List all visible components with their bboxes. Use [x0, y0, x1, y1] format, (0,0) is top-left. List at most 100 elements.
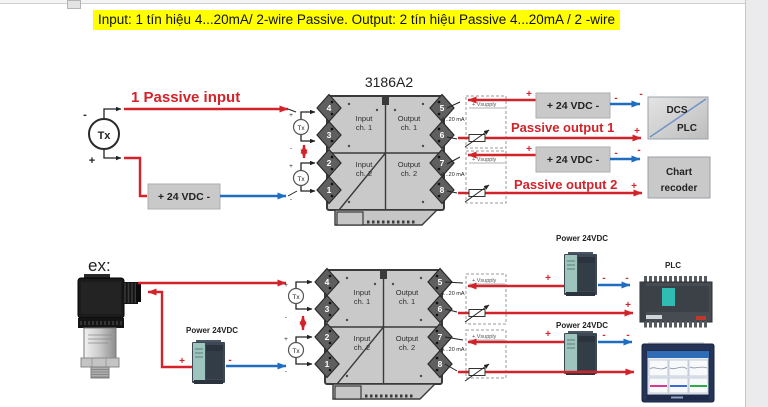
quad2-output1-l1: Output [396, 288, 419, 297]
out1-minus-a: - [614, 93, 617, 104]
terminal-8b-number: 8 [438, 359, 443, 369]
tick-t8b [444, 363, 458, 372]
meter1-plus: + [289, 112, 293, 119]
power-label-1: Power 24VDC [186, 326, 238, 335]
terminal-7-number: 7 [440, 158, 445, 168]
meter1-minus: - [290, 145, 292, 152]
out2-plus: + [526, 144, 532, 155]
tick-t7 [446, 156, 461, 165]
range-label-2: 4...20 mA [441, 172, 465, 178]
terminal-5b-number: 5 [438, 277, 443, 287]
meter2-plus: + [289, 163, 293, 170]
terminal-2b-number: 2 [325, 332, 330, 342]
slide-top-border [0, 0, 768, 4]
tick-t5b [444, 281, 464, 284]
example-label: ex: [88, 256, 111, 275]
slide-handle [67, 0, 81, 9]
load-box-2 [465, 150, 507, 204]
pressure-transmitter-image [77, 274, 141, 379]
chart-label-2: recoder [661, 183, 698, 194]
terminal-3: 3 [316, 120, 342, 150]
terminal-2-number: 2 [327, 158, 332, 168]
quad-output2-l2: ch. 2 [401, 169, 417, 178]
psu-image-2 [564, 252, 597, 296]
quad-input1-l2: ch. 1 [356, 123, 372, 132]
terminal-4-number: 4 [327, 103, 332, 113]
terminal-1-number: 1 [327, 185, 332, 195]
top-diagram: Tx - + 1 Passive input + 24 VDC - [83, 74, 711, 226]
passive-output1-label: Passive output 1 [511, 120, 614, 135]
b-out1-minus-b: - [625, 273, 628, 284]
isolator-module-bottom: 4 3 2 1 5 6 7 8 Input ch. 1 Output ch. 1… [314, 267, 453, 400]
terminal-6-number: 6 [440, 130, 445, 140]
junction-link-1 [287, 190, 298, 197]
supply-box-out1: + 24 VDC - [535, 92, 611, 119]
paperless-recorder-image [641, 342, 715, 403]
psu-image-3 [564, 331, 597, 375]
psu3-plus: + [545, 329, 551, 340]
range-label-3: 4...20 mA [441, 291, 465, 297]
sensor-wire-minus [103, 106, 122, 119]
module-model-label: 3186A2 [365, 74, 413, 90]
tick-t8 [446, 190, 458, 194]
dcs-diagonal [649, 98, 707, 138]
junction-link-2 [287, 108, 297, 113]
terminal-6b: 6 [427, 294, 453, 324]
quad-input2-l1: Input [356, 160, 374, 169]
psu2-plus: + [545, 273, 551, 284]
chart-recorder-box: Chart recoder [647, 156, 711, 199]
resistor-arrow-2 [464, 184, 490, 203]
dcs-plc-box: DCS PLC [647, 96, 709, 140]
psu-image-1 [192, 340, 225, 384]
out1-minus-b: - [639, 89, 642, 100]
isolator-module-top: 4 3 2 1 5 6 7 8 Input ch. 1 Output ch. 1… [316, 93, 455, 226]
meter4-minus: - [285, 368, 287, 375]
plc-label: PLC [665, 261, 681, 270]
meter-tx-1: Tx [297, 125, 305, 132]
meter2-minus: - [290, 196, 292, 203]
power-label-3: Power 24VDC [556, 321, 608, 330]
plc-plus: + [625, 300, 631, 311]
passive-input-label: 1 Passive input [131, 89, 240, 106]
resistor-arrow-4 [464, 363, 490, 382]
meter3-minus: - [285, 314, 287, 321]
quad2-input2-l2: ch. 2 [354, 343, 370, 352]
load-box-1 [465, 95, 507, 149]
power-label-2: Power 24VDC [556, 234, 608, 243]
quad2-input1-l2: ch. 1 [354, 297, 370, 306]
psu1-minus: - [228, 355, 231, 366]
quad-output1-l2: ch. 1 [401, 123, 417, 132]
loop-meter-ch1-bottom: Tx + - [284, 279, 313, 321]
slide-right-margin [745, 0, 768, 407]
sensor-tx-label: Tx [98, 130, 112, 142]
terminal-5-number: 5 [440, 103, 445, 113]
b-out2-minus-b: - [626, 330, 629, 341]
quad-input1-l1: Input [356, 114, 374, 123]
psu1-plus: + [179, 356, 185, 367]
bottom-supply-wire [147, 288, 192, 369]
terminal-3b: 3 [314, 294, 340, 324]
range-label-4: 4...20 mA [441, 347, 465, 353]
out2-minus-a: - [614, 148, 617, 159]
tick-t6b [444, 308, 458, 313]
sensor-plus: + [89, 155, 95, 167]
quad2-input1-l1: Input [354, 288, 372, 297]
quad2-output2-l2: ch. 2 [399, 343, 415, 352]
chart-plus: + [631, 181, 637, 192]
chart-label-1: Chart [666, 167, 693, 178]
terminal-7b-number: 7 [438, 332, 443, 342]
meter4-plus: + [284, 336, 288, 343]
sensor-minus: - [83, 109, 87, 121]
meter-tx-2: Tx [297, 176, 305, 183]
quad2-output2-l1: Output [396, 334, 419, 343]
title-highlight: Input: 1 tín hiệu 4...20mA/ 2-wire Passi… [93, 10, 621, 30]
vsupply-label-1: + Vsupply [472, 102, 497, 108]
terminal-6b-number: 6 [438, 304, 443, 314]
out1-plus: + [526, 89, 532, 100]
tick-t5 [446, 101, 461, 109]
terminal-1b: 1 [314, 349, 340, 379]
terminal-6: 6 [429, 120, 455, 150]
loop-meter-ch2: Tx + - [289, 160, 316, 203]
terminal-1b-number: 1 [325, 359, 330, 369]
